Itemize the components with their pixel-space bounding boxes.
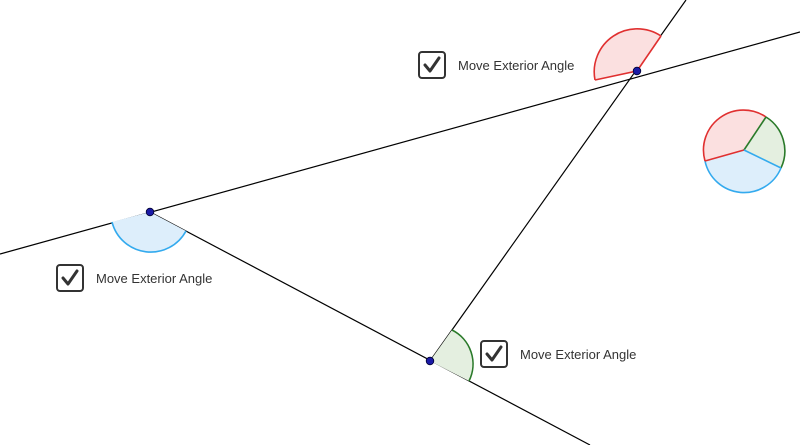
checkmark-icon <box>61 269 79 286</box>
checkbox-label: Move Exterior Angle <box>458 57 575 73</box>
exterior-angle-bottom-arc <box>451 329 474 382</box>
move-exterior-angle-checkbox-left[interactable]: Move Exterior Angle <box>56 264 212 292</box>
vertex-bottom[interactable] <box>425 356 435 366</box>
sum-sector-green <box>744 117 785 168</box>
sum-sector-blue <box>705 150 781 193</box>
checkbox-box[interactable] <box>56 264 84 292</box>
checkbox-label: Move Exterior Angle <box>96 270 213 286</box>
checkbox-box[interactable] <box>480 340 508 368</box>
checkbox-label: Move Exterior Angle <box>520 346 637 362</box>
exterior-angle-left[interactable] <box>112 212 186 253</box>
checkmark-icon <box>485 345 503 362</box>
checkmark-icon <box>423 56 441 73</box>
exterior-angle-left-arc <box>111 221 187 253</box>
move-exterior-angle-checkbox-bottom[interactable]: Move Exterior Angle <box>480 340 636 368</box>
exterior-angle-top-side-2 <box>636 35 662 72</box>
exterior-angle-bottom[interactable] <box>430 330 474 381</box>
line-bc <box>149 211 591 445</box>
checkbox-box[interactable] <box>418 51 446 79</box>
exterior-angle-top-arc <box>593 28 662 81</box>
vertex-left[interactable] <box>145 207 155 217</box>
exterior-angle-top-side <box>594 70 638 81</box>
move-exterior-angle-checkbox-top[interactable]: Move Exterior Angle <box>418 51 574 79</box>
sum-sector-red <box>703 110 766 161</box>
exterior-angle-top[interactable] <box>594 28 661 80</box>
exterior-angle-sum-circle <box>702 109 786 194</box>
vertex-top[interactable] <box>632 66 642 76</box>
